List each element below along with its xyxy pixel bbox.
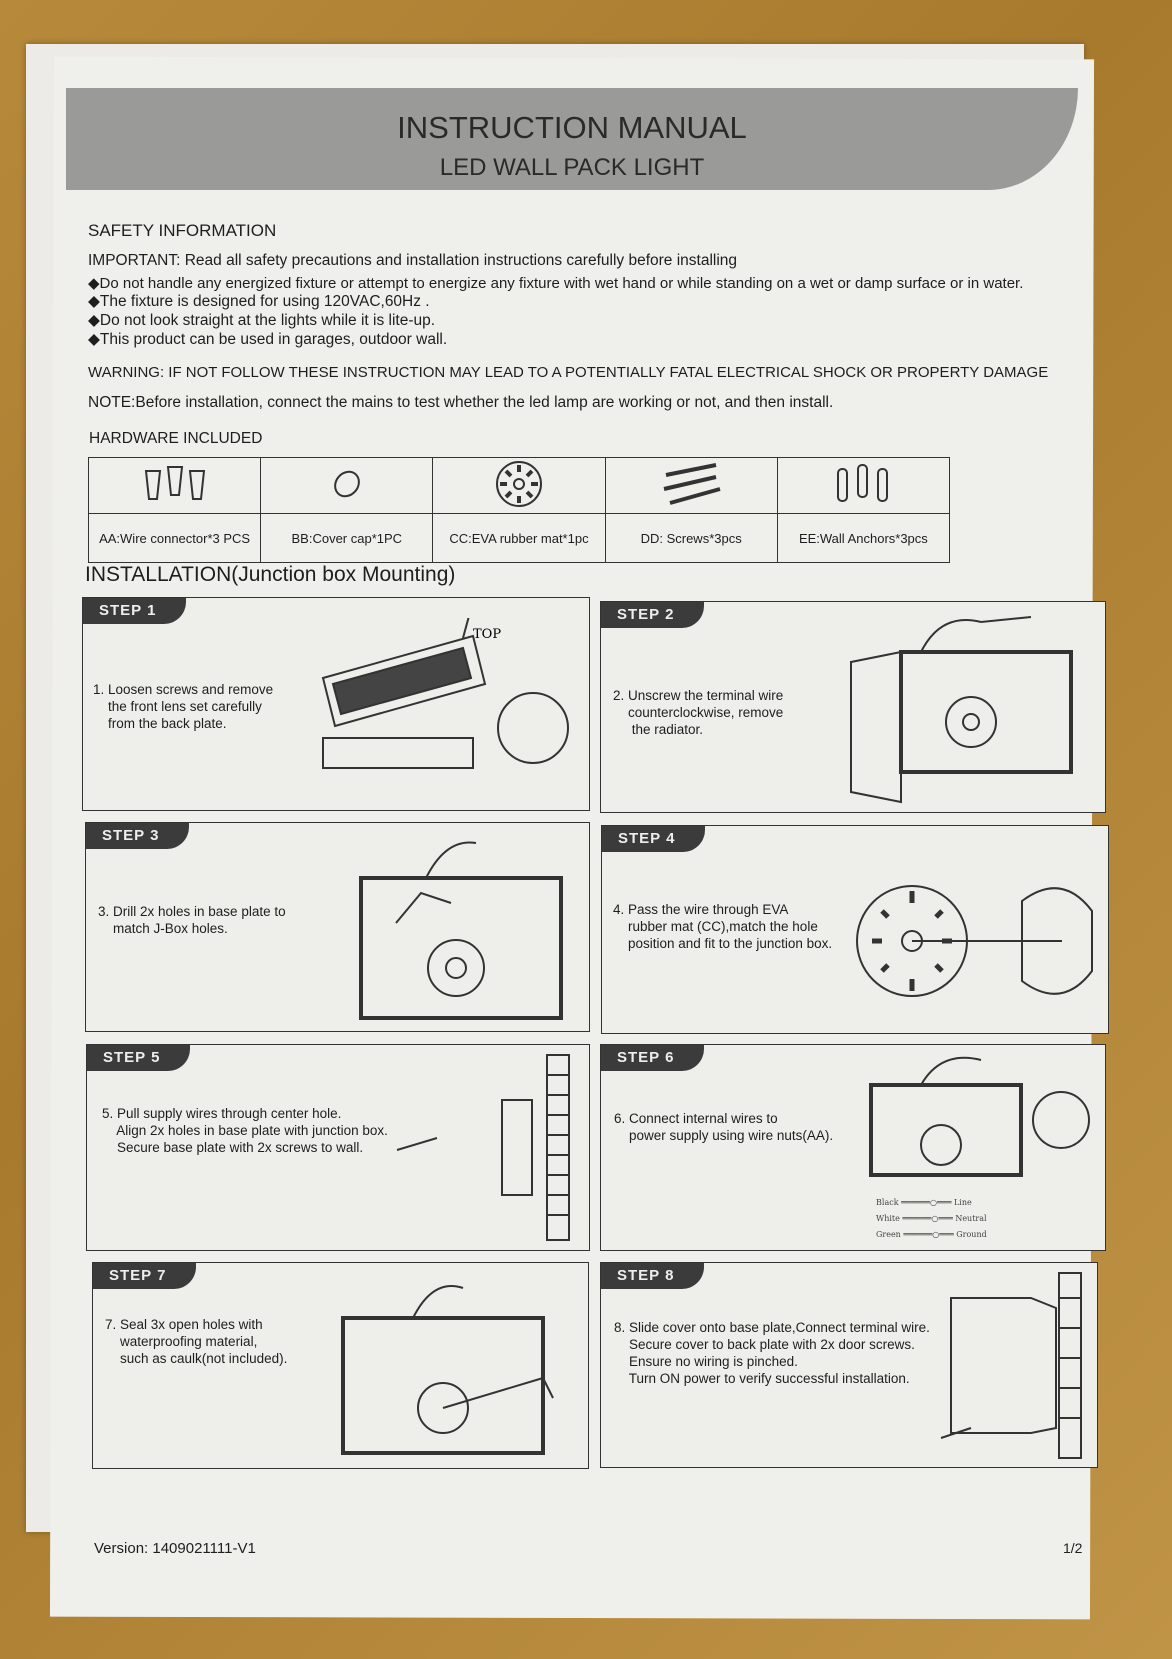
step-7-panel: STEP 7 7. Seal 3x open holes with waterp… (92, 1262, 589, 1469)
safety-bullet: ◆The fixture is designed for using 120VA… (88, 293, 430, 310)
installation-heading: INSTALLATION(Junction box Mounting) (85, 563, 456, 586)
hardware-label: CC:EVA rubber mat*1pc (432, 513, 606, 563)
version-text: Version: 1409021111-V1 (94, 1540, 256, 1557)
hardware-label: AA:Wire connector*3 PCS (87, 513, 262, 563)
note-text: NOTE:Before installation, connect the ma… (88, 394, 834, 411)
step-text: 5. Pull supply wires through center hole… (102, 1106, 388, 1155)
step-text: 7. Seal 3x open holes with waterproofing… (105, 1317, 288, 1366)
step-2-panel: STEP 2 2. Unscrew the terminal wire coun… (600, 601, 1106, 813)
safety-bullet: ◆Do not handle any energized fixture or … (88, 275, 1024, 292)
wire-legend: Black ══════○═══ Line White ══════○═══ N… (876, 1198, 987, 1239)
important-text: IMPORTANT: Read all safety precautions a… (88, 252, 738, 269)
cover-cap-icon (260, 457, 434, 514)
step-3-panel: STEP 3 3. Drill 2x holes in base plate t… (85, 822, 590, 1032)
drill-holes-illustration (359, 841, 563, 1020)
hardware-heading: HARDWARE INCLUDED (89, 430, 263, 447)
wall-mount-illustration (396, 1054, 570, 1241)
step-5-panel: STEP 5 5. Pull supply wires through cent… (86, 1044, 590, 1251)
hardware-table: AA:Wire connector*3 PCS BB:Cover cap*1PC… (87, 457, 951, 563)
wire-connector-icon (87, 457, 262, 514)
warning-text: WARNING: IF NOT FOLLOW THESE INSTRUCTION… (88, 364, 1049, 381)
step-label: STEP 4 (602, 826, 706, 852)
caulk-illustration (341, 1285, 554, 1455)
step-label: STEP 5 (87, 1045, 191, 1071)
safety-heading: SAFETY INFORMATION (88, 221, 277, 240)
eva-mat-illustration (856, 885, 1093, 997)
cover-install-illustration (940, 1272, 1082, 1459)
step-label: STEP 2 (601, 602, 705, 628)
safety-bullet: ◆Do not look straight at the lights whil… (88, 312, 436, 329)
hardware-label: DD: Screws*3pcs (604, 513, 778, 563)
step-text: 3. Drill 2x holes in base plate to match… (98, 904, 286, 936)
step-label: STEP 6 (601, 1045, 705, 1071)
step-text: 2. Unscrew the terminal wire countercloc… (613, 688, 784, 737)
step-8-panel: STEP 8 8. Slide cover onto base plate,Co… (600, 1262, 1098, 1468)
top-annotation: TOP (473, 627, 501, 642)
step-6-panel: STEP 6 6. Connect internal wires to powe… (600, 1044, 1106, 1251)
rubber-mat-icon (432, 457, 606, 514)
step-label: STEP 7 (93, 1263, 197, 1289)
hardware-label: BB:Cover cap*1PC (260, 513, 434, 563)
radiator-removal-illustration (850, 616, 1073, 804)
lens-removal-illustration: TOP (321, 618, 569, 769)
header-band: INSTRUCTION MANUAL LED WALL PACK LIGHT (66, 88, 1078, 190)
step-label: STEP 1 (83, 598, 187, 624)
step-label: STEP 3 (86, 823, 190, 849)
manual-title: INSTRUCTION MANUAL (397, 110, 747, 145)
wall-anchors-icon (776, 457, 951, 514)
page-number: 1/2 (1063, 1540, 1083, 1556)
step-text: 8. Slide cover onto base plate,Connect t… (614, 1320, 930, 1386)
manual-subtitle: LED WALL PACK LIGHT (439, 154, 705, 181)
step-text: 4. Pass the wire through EVA rubber mat … (613, 902, 833, 951)
screws-icon (604, 457, 778, 514)
wire-connection-illustration (869, 1056, 1090, 1177)
hardware-label: EE:Wall Anchors*3pcs (776, 513, 951, 563)
step-4-panel: STEP 4 4. Pass the wire through EVA rubb… (601, 825, 1109, 1034)
step-1-panel: STEP 1 1. Loosen screws and remove the f… (82, 597, 590, 811)
step-label: STEP 8 (601, 1263, 705, 1289)
step-text: 6. Connect internal wires to power suppl… (614, 1111, 834, 1143)
step-text: 1. Loosen screws and remove the front le… (93, 682, 274, 731)
safety-bullet: ◆This product can be used in garages, ou… (88, 331, 448, 348)
